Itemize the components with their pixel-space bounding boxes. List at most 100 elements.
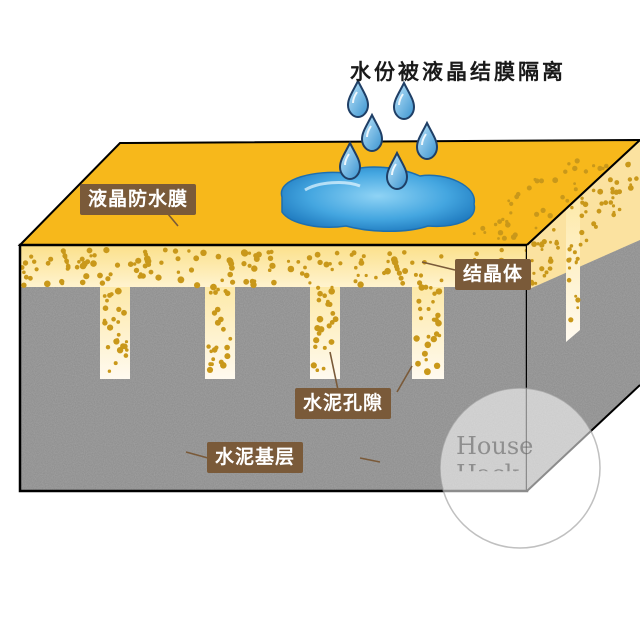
crystal-dot bbox=[113, 361, 118, 366]
crystal-dot bbox=[206, 344, 211, 349]
crystal-dot bbox=[303, 265, 307, 270]
crystal-dot bbox=[223, 289, 228, 294]
crystal-dot bbox=[108, 272, 113, 277]
crystal-dot bbox=[267, 268, 272, 273]
crystal-dot bbox=[314, 251, 321, 258]
crystal-dot bbox=[541, 239, 547, 245]
crystal-dot bbox=[135, 258, 140, 264]
crystal-dot bbox=[607, 177, 613, 183]
crystal-dot bbox=[22, 260, 29, 266]
crystal-dot bbox=[85, 259, 91, 265]
crystal-dot bbox=[116, 320, 121, 324]
crystal-dot bbox=[214, 345, 219, 350]
crystal-dot bbox=[576, 306, 580, 310]
crystal-dot bbox=[567, 162, 571, 166]
crystal-dot bbox=[497, 219, 502, 225]
crystal-dot bbox=[396, 270, 402, 276]
crystal-dot bbox=[266, 250, 271, 255]
crystal-dot bbox=[547, 258, 554, 264]
crystal-dot bbox=[228, 260, 235, 267]
label-pores: 水泥孔隙 bbox=[295, 388, 392, 419]
crystal-dot bbox=[228, 336, 233, 341]
crystal-dot bbox=[314, 325, 321, 332]
crystal-dot bbox=[578, 242, 583, 247]
crystal-dot bbox=[330, 311, 336, 316]
crystal-dot bbox=[329, 320, 335, 325]
crystal-dot bbox=[220, 278, 224, 283]
crystal-dot bbox=[567, 266, 572, 270]
crystal-dot bbox=[67, 266, 71, 270]
watermark-line2: Hack bbox=[456, 460, 520, 488]
crystal-dot bbox=[328, 288, 336, 295]
crystal-dot bbox=[243, 278, 250, 285]
crystal-dot bbox=[509, 201, 514, 206]
crystal-dot bbox=[611, 212, 616, 218]
crystal-dot bbox=[121, 309, 127, 316]
crystal-dot bbox=[610, 186, 615, 192]
crystal-dot bbox=[387, 251, 393, 257]
crystal-dot bbox=[493, 222, 498, 227]
label-crystal: 结晶体 bbox=[455, 259, 532, 290]
crystal-dot bbox=[89, 254, 93, 258]
crystal-dot bbox=[627, 185, 634, 191]
crystal-dot bbox=[402, 268, 409, 274]
crystal-dot bbox=[433, 362, 441, 369]
crystal-dot bbox=[512, 232, 518, 238]
crystal-dot bbox=[611, 204, 616, 208]
crystal-dot bbox=[433, 317, 439, 323]
crystal-dot bbox=[435, 288, 443, 295]
crystal-dot bbox=[531, 241, 537, 248]
crystal-dot bbox=[540, 248, 544, 251]
crystal-dot bbox=[63, 255, 68, 260]
crystal-dot bbox=[211, 310, 218, 316]
crystal-dot bbox=[230, 279, 236, 285]
crystal-dot bbox=[568, 317, 574, 323]
crystal-dot bbox=[247, 251, 252, 255]
crystal-dot bbox=[213, 290, 218, 295]
crystal-dot bbox=[286, 259, 291, 263]
crystal-dot bbox=[28, 275, 33, 281]
crystal-dot bbox=[509, 211, 513, 215]
crystal-dot bbox=[133, 267, 140, 274]
crystal-dot bbox=[140, 273, 146, 279]
crystal-dot bbox=[567, 247, 572, 252]
crystal-dot bbox=[534, 281, 538, 285]
crystal-dot bbox=[214, 319, 221, 326]
water-drop bbox=[392, 80, 416, 121]
crystal-dot bbox=[573, 187, 578, 192]
watermark-circle bbox=[439, 387, 601, 549]
water-drop bbox=[385, 150, 409, 191]
crystal-dot bbox=[216, 287, 220, 292]
crystal-dot bbox=[418, 284, 425, 291]
crystal-dot bbox=[413, 335, 420, 342]
crystal-dot bbox=[361, 254, 366, 259]
crystal-dot bbox=[483, 231, 487, 234]
crystal-dot bbox=[547, 213, 553, 219]
crystal-dot bbox=[417, 306, 423, 312]
crystal-dot bbox=[306, 255, 313, 261]
crystal-dot bbox=[593, 224, 598, 229]
crystal-dot bbox=[599, 201, 604, 206]
crystal-dot bbox=[330, 285, 334, 289]
crystal-dot bbox=[354, 265, 358, 270]
crystal-dot bbox=[114, 262, 121, 268]
crystal-dot bbox=[400, 280, 406, 286]
crystal-dot bbox=[175, 256, 181, 262]
crystal-dot bbox=[102, 318, 107, 323]
crystal-dot bbox=[429, 286, 433, 290]
crystal-dot bbox=[410, 260, 415, 265]
crystal-dot bbox=[540, 207, 546, 213]
crystal-dot bbox=[318, 319, 322, 323]
crystal-dot bbox=[418, 273, 424, 278]
water-drop bbox=[346, 78, 370, 119]
crystal-dot bbox=[208, 290, 213, 295]
crystal-dot bbox=[611, 196, 615, 200]
crystal-dot bbox=[426, 307, 431, 311]
crystal-dot bbox=[431, 300, 435, 304]
crystal-dot bbox=[148, 269, 154, 275]
crystal-dot bbox=[579, 213, 585, 219]
crystal-dots-side bbox=[529, 161, 639, 323]
crystal-dot bbox=[515, 191, 521, 197]
crystal-dot bbox=[413, 272, 418, 277]
diagram-title: 水份被液晶结膜隔离 bbox=[350, 59, 566, 84]
